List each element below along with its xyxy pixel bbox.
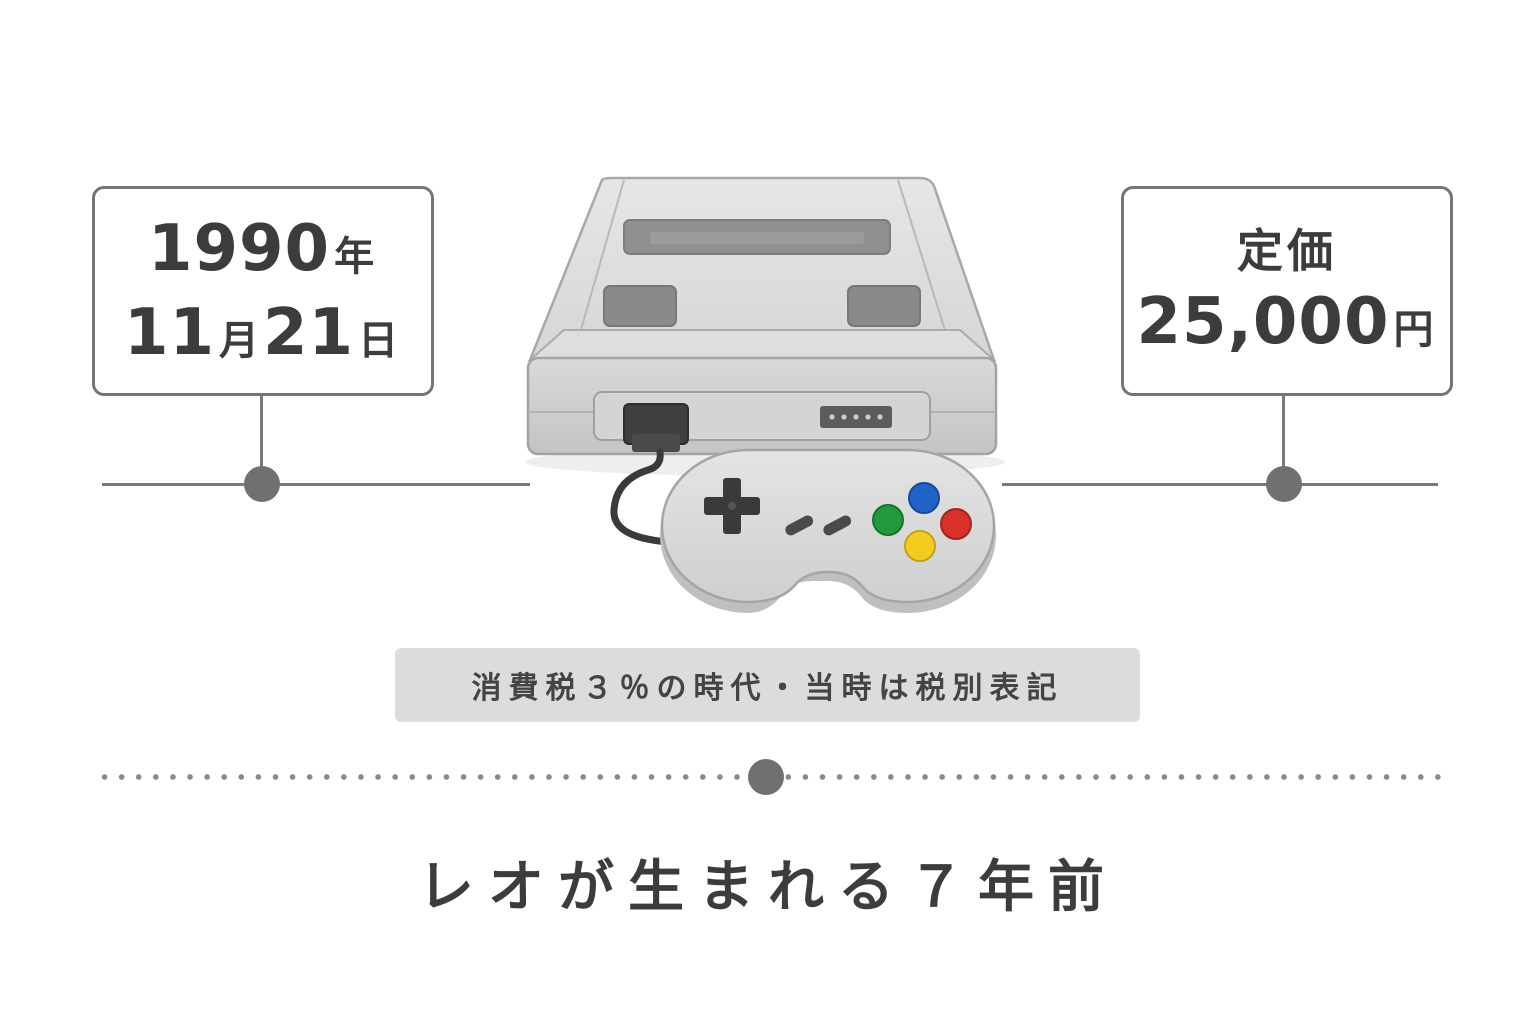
price-box: 定価 25,000 円 xyxy=(1121,186,1453,396)
price-amount: 25,000 xyxy=(1136,285,1390,359)
release-date-box: 1990 年 11 月 21 日 xyxy=(92,186,434,396)
month-unit: 月 xyxy=(219,318,259,364)
reset-switch xyxy=(847,285,921,327)
year-unit: 年 xyxy=(334,234,375,280)
price-label: 定価 xyxy=(1237,224,1337,278)
power-switch xyxy=(603,285,677,327)
right-timeline-line xyxy=(1002,483,1438,486)
start-button xyxy=(823,515,852,536)
red-button xyxy=(940,508,972,540)
blue-button xyxy=(908,482,940,514)
game-console-icon xyxy=(525,176,1005,613)
left-timeline-line xyxy=(102,483,530,486)
release-day: 21 xyxy=(263,296,355,370)
tagline: レオが生まれる７年前 xyxy=(418,855,1118,920)
release-month-day-row: 11 月 21 日 xyxy=(124,301,402,365)
date-timeline-marker xyxy=(244,466,280,502)
price-connector-line xyxy=(1282,394,1285,484)
center-timeline-marker xyxy=(748,759,784,795)
release-year-row: 1990 年 xyxy=(148,217,378,281)
price-label-row: 定価 xyxy=(1237,228,1337,274)
release-month: 11 xyxy=(123,296,215,370)
date-connector-line xyxy=(260,394,263,484)
green-button xyxy=(872,504,904,536)
console-body xyxy=(526,176,998,456)
gamepad-icon xyxy=(660,448,996,613)
price-amount-row: 25,000 円 xyxy=(1137,290,1438,354)
release-year: 1990 xyxy=(147,212,331,286)
yellow-button xyxy=(904,530,936,562)
price-currency: 円 xyxy=(1393,307,1434,353)
dpad xyxy=(704,478,760,534)
controller-cable xyxy=(610,448,674,546)
price-timeline-marker xyxy=(1266,466,1302,502)
select-button xyxy=(785,515,814,536)
tax-note: 消費税３％の時代・当時は税別表記 xyxy=(395,648,1140,722)
day-unit: 日 xyxy=(358,318,399,364)
